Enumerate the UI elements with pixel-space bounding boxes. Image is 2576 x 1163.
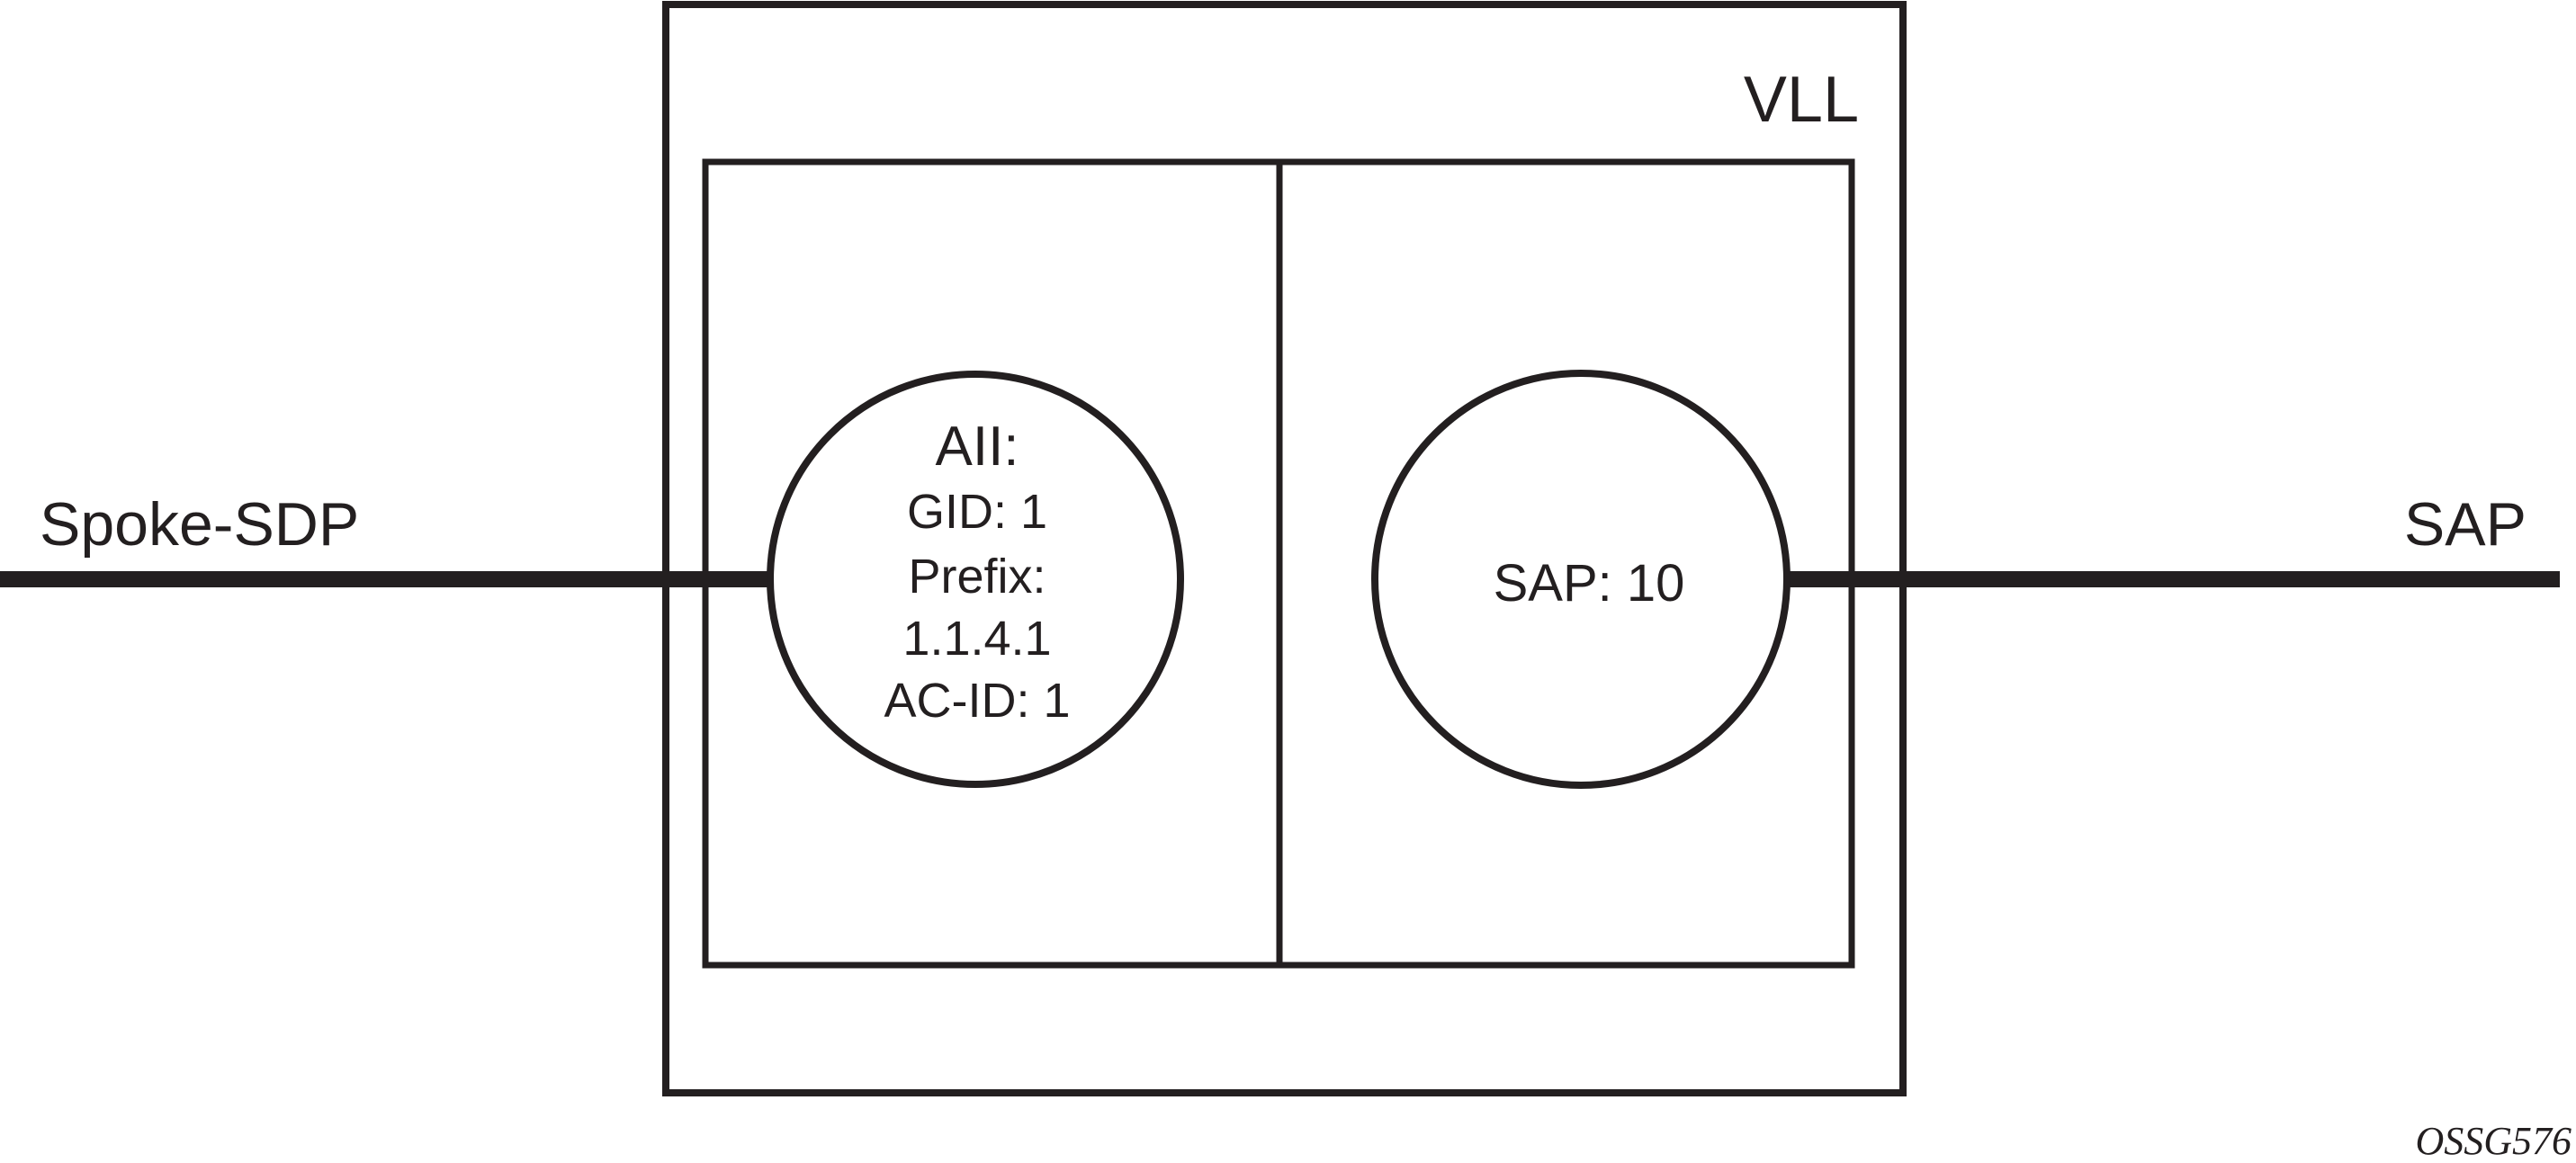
figure-id: OSSG576 — [2415, 1119, 2572, 1163]
sap-circle-label: SAP: 10 — [1494, 554, 1685, 613]
aii-prefix-label: Prefix: — [908, 550, 1046, 604]
aii-title: AII: — [935, 416, 1019, 478]
vll-box — [662, 1, 1907, 1096]
aii-prefix-value: 1.1.4.1 — [902, 612, 1051, 666]
aii-ac-id: AC-ID: 1 — [884, 674, 1070, 728]
sap-link-label: SAP — [2404, 490, 2527, 559]
aii-circle — [767, 371, 1184, 788]
spoke-sdp-label: Spoke-SDP — [40, 490, 359, 559]
aii-gid: GID: 1 — [907, 485, 1047, 539]
sap-circle — [1371, 370, 1791, 789]
vll-label: VLL — [1744, 64, 1859, 136]
